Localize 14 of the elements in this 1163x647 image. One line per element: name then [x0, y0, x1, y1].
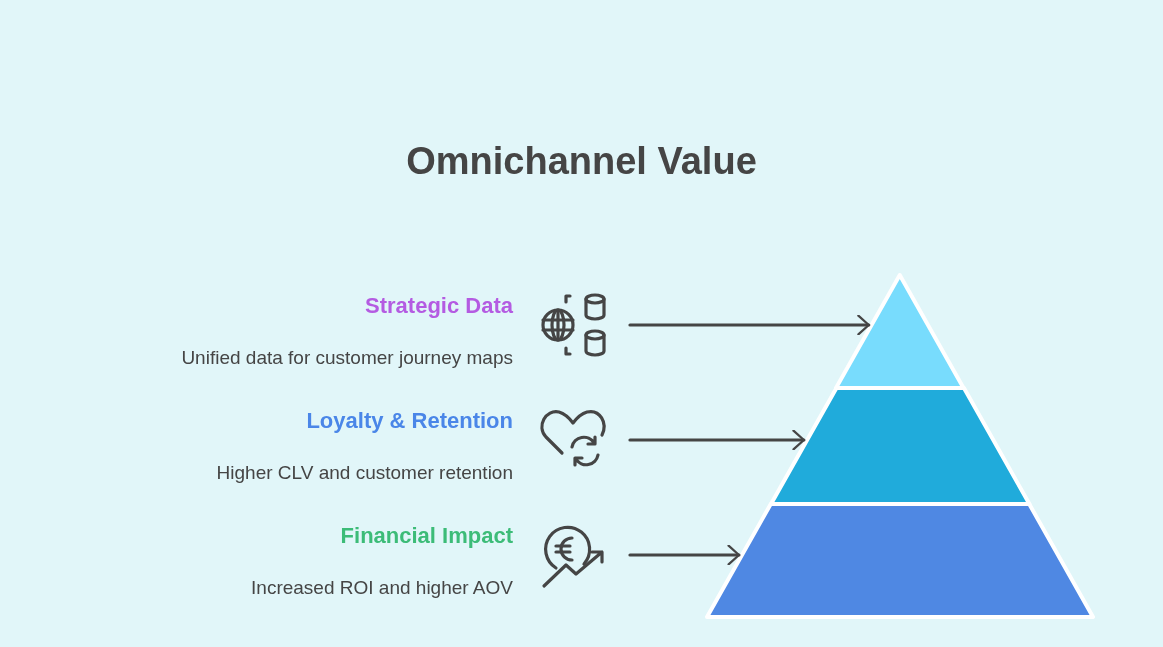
section-description: Increased ROI and higher AOV: [251, 578, 513, 597]
pyramid-tier: [770, 388, 1030, 504]
pyramid-tier: [707, 504, 1093, 617]
arrow: [628, 429, 806, 451]
section-description: Unified data for customer journey maps: [181, 348, 513, 367]
section-heading: Strategic Data: [365, 295, 513, 317]
arrow: [628, 314, 871, 336]
pyramid-top-tier: [836, 275, 964, 388]
arrow: [628, 544, 741, 566]
section-heading: Financial Impact: [340, 525, 513, 547]
section-description: Higher CLV and customer retention: [216, 463, 513, 482]
section-heading: Loyalty & Retention: [306, 410, 513, 432]
globe-database-icon: [540, 293, 608, 357]
diagram-title: Omnichannel Value: [405, 140, 758, 183]
